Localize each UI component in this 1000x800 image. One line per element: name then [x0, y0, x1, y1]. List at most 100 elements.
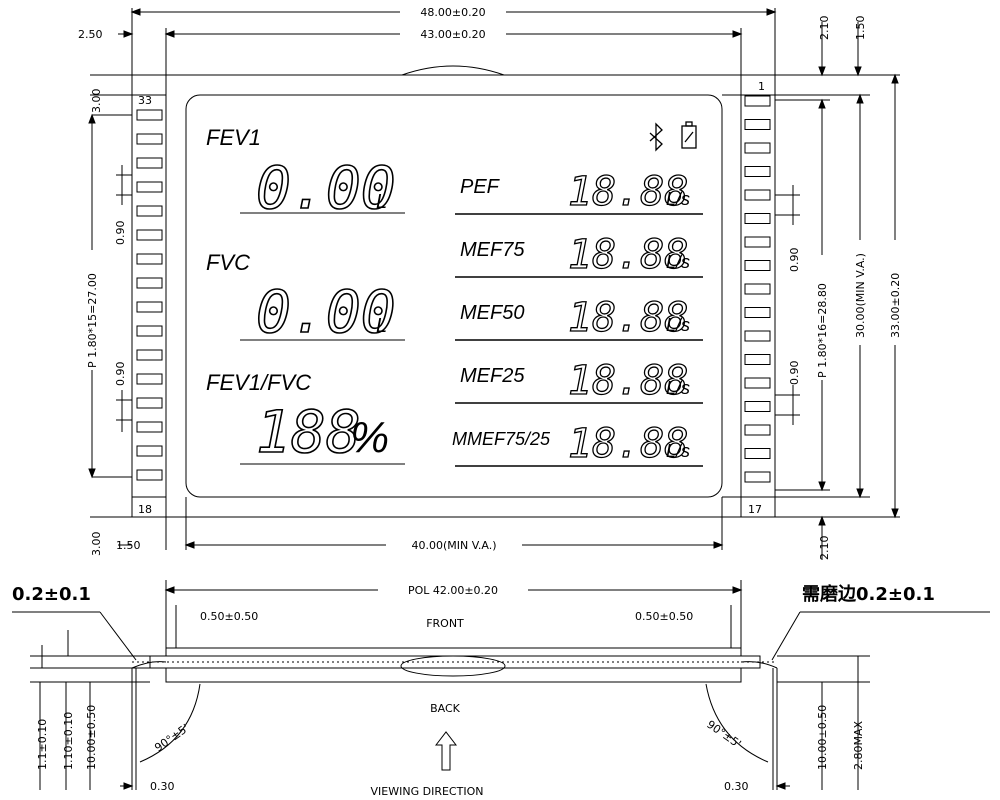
pin-label-18: 18: [138, 503, 152, 516]
fvc-unit: L: [376, 315, 387, 337]
lcd-segments: FEV1 0.00 L FVC 0.00 L FEV1/FVC 188 %: [206, 125, 396, 467]
reading-value: 18.88: [568, 295, 688, 341]
pin: [744, 166, 771, 177]
height-dim: 33.00±0.20: [889, 273, 902, 338]
dim-a: 1.1±0.10: [36, 719, 49, 770]
battery-icon: [681, 121, 697, 149]
right-pitch-dim: P 1.80*16=28.80: [816, 283, 829, 378]
pin: [136, 109, 163, 121]
bottom-left-dim: 3.00: [90, 532, 103, 557]
pin: [136, 397, 163, 409]
bottom-left-dim-b: 1.50: [116, 539, 141, 552]
back-label: BACK: [430, 702, 461, 715]
reading-value: 18.88: [568, 421, 688, 467]
pin: [744, 95, 771, 107]
pin: [744, 448, 771, 459]
dim-c: 10.00±0.50: [85, 705, 98, 770]
ratio-unit: %: [350, 413, 389, 462]
ratio-label: FEV1/FVC: [206, 370, 311, 395]
bluetooth-icon: [649, 122, 663, 152]
pin: [136, 253, 163, 265]
pin: [136, 181, 163, 193]
va-width-dim: 40.00(MIN V.A.): [412, 539, 497, 552]
pin-label-17: 17: [748, 503, 762, 516]
left-pin-row: [136, 109, 163, 481]
fvc-value: 0.00: [256, 278, 396, 346]
pin: [744, 471, 771, 483]
pin: [136, 373, 163, 385]
pin: [744, 189, 771, 201]
pin: [744, 283, 771, 295]
bottom-right-dim: 2.10: [818, 536, 831, 561]
pin: [136, 133, 163, 145]
reading-unit: L/s: [666, 441, 690, 461]
reading-unit: L/s: [666, 189, 690, 209]
reading-unit: L/s: [666, 252, 690, 272]
pol-dim: POL 42.00±0.20: [408, 584, 498, 597]
left-side-dimensions: P 1.80*15=27.00 0.90 0.90: [84, 113, 132, 479]
pin: [744, 401, 771, 412]
pin: [744, 142, 771, 154]
pin: [744, 236, 771, 248]
left-width-dim-b: 0.90: [114, 362, 127, 387]
left-offset-dim: 0.50±0.50: [200, 610, 258, 623]
angle-left: 90°±5': [152, 722, 191, 755]
max-dim: 2.80MAX: [852, 720, 865, 770]
reading-label: MMEF75/25: [452, 429, 551, 449]
right-side-dimensions: P 1.80*16=28.80 30.00(MIN V.A.) 33.00±0.…: [722, 73, 903, 519]
viewing-arrow-icon: [434, 731, 458, 771]
left-pitch-dim: P 1.80*15=27.00: [86, 273, 99, 368]
fev1-label: FEV1: [206, 125, 261, 150]
pin: [744, 424, 771, 436]
top-left-dim: 3.00: [90, 89, 103, 114]
reading-value: 18.88: [568, 358, 688, 404]
pin: [136, 229, 163, 241]
angle-right: 90°±5': [704, 718, 743, 751]
fev1-value: 0.00: [256, 154, 396, 222]
fvc-label: FVC: [206, 250, 250, 275]
left-width-dim-a: 0.90: [114, 221, 127, 246]
viewing-direction-label: VIEWING DIRECTION: [371, 785, 484, 798]
fev1-unit: L: [376, 191, 387, 213]
pin-label-33: 33: [138, 94, 152, 107]
right-pin-row: [744, 95, 771, 483]
reading-unit: L/s: [666, 315, 690, 335]
reading-label: MEF50: [460, 302, 524, 324]
pin-left-dim: 0.30: [150, 780, 175, 793]
width-dim: 48.00±0.20: [420, 6, 485, 19]
front-label: FRONT: [426, 617, 464, 630]
pin: [136, 349, 163, 361]
dim-b: 1.10±0.10: [62, 712, 75, 770]
pin: [136, 301, 163, 313]
reading-value: 18.88: [568, 232, 688, 278]
left-edge-note: 0.2±0.1: [12, 584, 91, 605]
ratio-value: 188: [256, 398, 361, 466]
pin: [744, 260, 771, 271]
dim-right: 10.00±0.50: [816, 705, 829, 770]
top-right-dim-a: 2.10: [818, 16, 831, 41]
pin: [136, 277, 163, 289]
pin: [136, 421, 163, 433]
pin: [136, 157, 163, 169]
reading-unit: L/s: [666, 378, 690, 398]
reading-label: MEF25: [460, 365, 525, 387]
pin: [744, 330, 771, 342]
pin: [136, 469, 163, 481]
pin: [744, 307, 771, 318]
pin: [744, 213, 771, 224]
bottom-dimensions: 3.00 1.50 40.00(MIN V.A.) 2.10: [90, 497, 831, 560]
right-width-dim-b: 0.90: [788, 361, 801, 386]
right-offset-dim: 0.50±0.50: [635, 610, 693, 623]
pin: [136, 325, 163, 337]
pin-right-dim: 0.30: [724, 780, 749, 793]
pin: [744, 119, 771, 130]
reading-label: PEF: [460, 176, 501, 198]
lcd-underlines: [240, 212, 405, 465]
inner-width-dim: 43.00±0.20: [420, 28, 485, 41]
top-right-dim-b: 1.50: [854, 16, 867, 41]
reading-value: 18.88: [568, 169, 688, 215]
va-height-dim: 30.00(MIN V.A.): [854, 253, 867, 338]
reading-label: MEF75: [460, 239, 525, 261]
